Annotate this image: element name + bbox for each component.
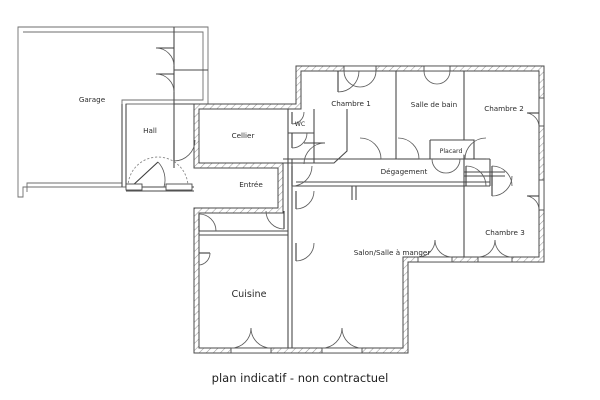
hall-interior-door <box>173 139 196 162</box>
room-labels: Garage Hall Cellier WC Entrée Cuisine Ch… <box>79 95 525 300</box>
room-label-chambre-2: Chambre 2 <box>484 104 524 113</box>
interior-walls <box>199 71 505 348</box>
room-label-garage: Garage <box>79 95 106 104</box>
room-label-wc: WC <box>295 121 305 128</box>
room-label-cuisine: Cuisine <box>231 289 266 300</box>
door-swings <box>198 70 540 266</box>
house-exterior-wall <box>193 65 545 354</box>
room-label-degagement: Dégagement <box>381 167 428 176</box>
garage-structure <box>17 26 209 198</box>
windows <box>230 65 545 354</box>
hall-structure <box>121 104 194 192</box>
plan-caption: plan indicatif - non contractuel <box>212 371 389 385</box>
room-label-salon: Salon/Salle à manger <box>354 248 431 257</box>
room-label-chambre-3: Chambre 3 <box>485 228 525 237</box>
room-label-salle-de-bain: Salle de bain <box>411 100 457 109</box>
room-label-placard: Placard <box>440 148 463 155</box>
room-label-entree: Entrée <box>239 180 263 189</box>
room-label-cellier: Cellier <box>232 131 255 140</box>
hall-entry-step <box>125 156 193 191</box>
garage-door-swings <box>155 47 175 93</box>
room-label-chambre-1: Chambre 1 <box>331 99 371 108</box>
room-label-hall: Hall <box>143 126 157 135</box>
